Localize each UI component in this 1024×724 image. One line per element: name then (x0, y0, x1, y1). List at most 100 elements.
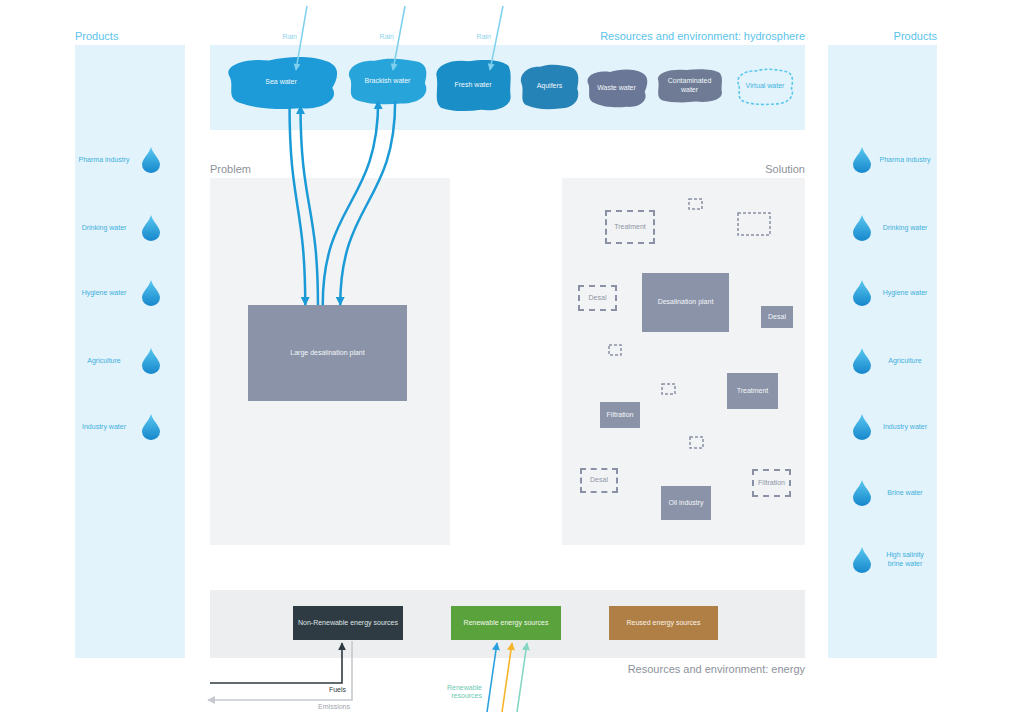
water-body: Brackish water (345, 57, 430, 105)
panel: ProductsPharma industryDrinking waterHyg… (828, 45, 937, 658)
water-body-label: Virtual water (746, 82, 785, 90)
water-drop (852, 480, 872, 506)
product-item: High salinity brine water (832, 542, 936, 578)
water-body: Contaminated water (655, 68, 724, 103)
flow-label: Rain (262, 33, 297, 41)
water-body: Fresh water (433, 58, 513, 112)
water-body-label: Sea water (265, 78, 297, 86)
product-label: Drinking water (879, 224, 931, 233)
product-item: Brine water (832, 475, 936, 511)
process-box: Filtration (600, 402, 640, 428)
water-body-label: Brackish water (365, 77, 411, 85)
water-body: Virtual water (735, 68, 795, 105)
flow-connector (290, 106, 306, 305)
product-item: Hygiene water (78, 275, 182, 311)
flow-label: Renewable resources (436, 684, 482, 701)
water-drop (141, 348, 161, 374)
flow-connector (340, 101, 395, 305)
water-drop (141, 414, 161, 440)
box-label: Reused energy sources (627, 619, 701, 628)
process-box: Desal (761, 306, 793, 328)
product-label: Pharma industry (78, 156, 130, 165)
water-drop (141, 280, 161, 306)
flow-label: Fuels (310, 686, 346, 694)
process-box: Filtration (752, 469, 791, 497)
product-item: Agriculture (78, 343, 182, 379)
panel-heading: Products (75, 30, 118, 42)
water-body: Sea water (220, 55, 342, 110)
panel: ProblemLarge desalination plant (210, 178, 450, 545)
box-label: Large desalination plant (290, 349, 364, 358)
box-label: Renewable energy sources (464, 619, 549, 628)
product-item: Hygiene water (832, 275, 936, 311)
box-label: Desal (768, 313, 786, 322)
water-drop (852, 215, 872, 241)
water-drop (852, 280, 872, 306)
process-box: Treatment (727, 373, 778, 409)
panel: SolutionTreatmentDesalDesalination plant… (562, 178, 805, 545)
panel: ProductsPharma industryDrinking waterHyg… (75, 45, 185, 658)
box-label: Treatment (737, 387, 769, 396)
product-item: Industry water (832, 409, 936, 445)
product-label: High salinity brine water (879, 551, 931, 569)
panel-heading: Products (894, 30, 937, 42)
process-box: Desalination plant (642, 273, 729, 332)
panel-heading: Solution (765, 163, 805, 175)
product-label: Hygiene water (78, 289, 130, 298)
process-box: Non-Renewable energy sources (293, 606, 403, 640)
flow-label: Emissions (300, 703, 350, 711)
product-label: Hygiene water (879, 289, 931, 298)
panel-heading: Resources and environment: energy (628, 663, 805, 675)
product-item: Pharma industry (78, 142, 182, 178)
panel: Resources and environment: energyNon-Ren… (210, 590, 805, 658)
process-box: Oil industry (661, 486, 711, 520)
process-box: Desal (580, 468, 618, 493)
box-label: Treatment (614, 223, 646, 232)
panel: Resources and environment: hydrosphereSe… (210, 45, 805, 130)
box-label: Filtration (607, 411, 634, 420)
flow-connector (301, 106, 318, 305)
water-body-label: Fresh water (455, 81, 492, 89)
water-drop (852, 414, 872, 440)
product-item: Industry water (78, 409, 182, 445)
water-drop (141, 147, 161, 173)
process-box: Large desalination plant (248, 305, 407, 401)
product-item: Drinking water (832, 210, 936, 246)
flow-label: Rain (359, 33, 394, 41)
water-drop (852, 547, 872, 573)
panel-heading: Problem (210, 163, 251, 175)
process-box: Reused energy sources (609, 606, 718, 640)
flow-connector (323, 101, 378, 305)
water-body-label: Contaminated water (662, 77, 717, 94)
water-drop (852, 147, 872, 173)
water-body: Aquifers (518, 63, 581, 110)
process-box: Desal (578, 285, 617, 311)
product-label: Pharma industry (879, 156, 931, 165)
energy-flows (208, 641, 527, 712)
rain-arrows (296, 6, 503, 70)
water-body-label: Waste water (597, 84, 636, 92)
product-item: Pharma industry (832, 142, 936, 178)
product-item: Agriculture (832, 343, 936, 379)
water-body: Waste water (583, 68, 650, 108)
box-label: Desalination plant (658, 298, 714, 307)
box-label: Non-Renewable energy sources (298, 619, 398, 628)
product-label: Industry water (879, 423, 931, 432)
water-body-label: Aquifers (537, 82, 563, 90)
product-item: Drinking water (78, 210, 182, 246)
product-label: Brine water (879, 489, 931, 498)
process-box: Treatment (605, 210, 655, 244)
process-box: Renewable energy sources (451, 606, 561, 640)
product-label: Drinking water (78, 224, 130, 233)
product-label: Agriculture (879, 357, 931, 366)
product-label: Agriculture (78, 357, 130, 366)
box-label: Desal (590, 476, 608, 485)
product-label: Industry water (78, 423, 130, 432)
empty-dashed-boxes (609, 199, 770, 448)
box-label: Filtration (758, 479, 785, 488)
panel-heading: Resources and environment: hydrosphere (600, 30, 805, 42)
water-drop (852, 348, 872, 374)
